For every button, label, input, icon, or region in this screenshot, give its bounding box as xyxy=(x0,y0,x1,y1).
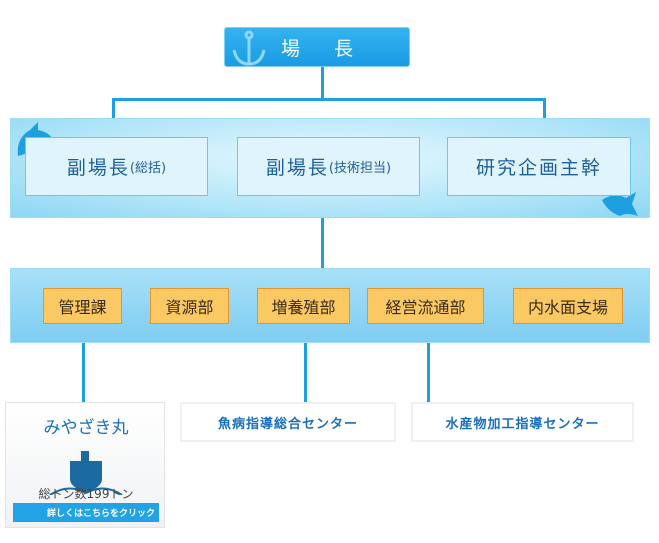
seafood-processing-center[interactable]: 水産物加工指導センター xyxy=(411,402,634,442)
ship-details-link[interactable]: 詳しくはこちらをクリック xyxy=(13,503,159,522)
connector xyxy=(427,343,430,402)
deputy-label: 研究企画主幹 xyxy=(475,157,602,179)
deputy-sub: (総括) xyxy=(129,161,167,176)
fish-icon xyxy=(602,192,638,216)
dept-distribution[interactable]: 経営流通部 xyxy=(367,288,484,324)
connector xyxy=(112,98,115,118)
director-box[interactable]: 場 長 xyxy=(224,27,410,67)
connector xyxy=(321,67,324,101)
ship-name: みやざき丸 xyxy=(43,418,129,438)
ship-icon xyxy=(49,451,123,495)
director-label: 場 長 xyxy=(280,37,368,60)
connector xyxy=(304,343,307,402)
deputy-label: 副場長 xyxy=(265,157,329,179)
dept-admin[interactable]: 管理課 xyxy=(43,288,122,324)
anchor-icon xyxy=(232,30,266,66)
deputy-general[interactable]: 副場長(総括) xyxy=(25,137,208,196)
connector xyxy=(112,98,546,101)
ship-card[interactable]: みやざき丸 総トン数199トン 詳しくはこちらをクリック xyxy=(5,402,165,528)
dept-aquaculture[interactable]: 増養殖部 xyxy=(257,288,350,324)
connector xyxy=(543,98,546,118)
deputy-label: 副場長 xyxy=(66,157,130,179)
connector xyxy=(321,218,324,268)
connector xyxy=(82,343,85,402)
dept-resources[interactable]: 資源部 xyxy=(150,288,229,324)
research-planning[interactable]: 研究企画主幹 xyxy=(447,137,631,196)
deputy-sub: (技術担当) xyxy=(328,161,392,176)
dept-inland-branch[interactable]: 内水面支場 xyxy=(513,288,623,324)
fish-disease-center[interactable]: 魚病指導総合センター xyxy=(180,402,396,442)
deputy-technical[interactable]: 副場長(技術担当) xyxy=(237,137,420,196)
ship-tonnage: 総トン数199トン xyxy=(38,487,134,501)
